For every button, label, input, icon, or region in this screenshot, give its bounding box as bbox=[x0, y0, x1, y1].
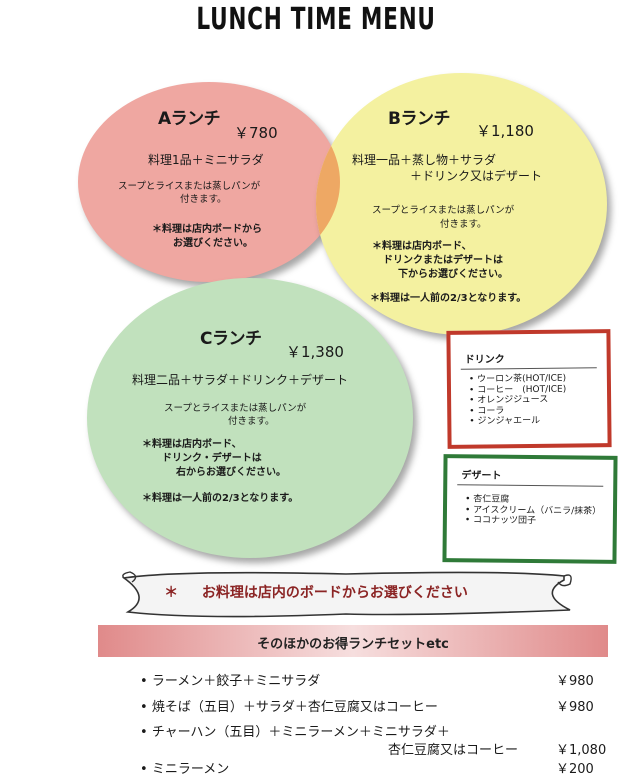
dessert-list: 杏仁豆腐 アイスクリーム（バニラ/抹茶） ココナッツ団子 bbox=[465, 494, 602, 527]
lunch-c-desc: 料理二品＋サラダ＋ドリンク＋デザート bbox=[132, 373, 349, 387]
lunch-a-name: Aランチ bbox=[158, 109, 221, 129]
drink-list: ウーロン茶(HOT/ICE) コーヒー (HOT/ICE) オレンジジュース コ… bbox=[469, 374, 567, 428]
dessert-box-title: デザート bbox=[461, 470, 502, 482]
lunch-b-desc2: ＋ドリンク又はデザート bbox=[410, 169, 543, 183]
lunch-a-note2: お選びください。 bbox=[173, 238, 253, 249]
lunch-b-desc1: 料理一品＋蒸し物＋サラダ bbox=[352, 153, 497, 167]
set-item-price: ￥980 bbox=[556, 700, 594, 715]
lunch-a-side: スープとライスまたは蒸しパンが bbox=[118, 181, 261, 192]
lunch-c-note3: 右からお選びください。 bbox=[176, 467, 286, 478]
lunch-c-name: Cランチ bbox=[200, 329, 262, 349]
lunch-c-circle bbox=[87, 278, 413, 558]
lunch-b-side: スープとライスまたは蒸しパンが bbox=[372, 205, 515, 216]
set-item: 焼そば（五目）＋サラダ＋杏仁豆腐又はコーヒー bbox=[140, 696, 438, 715]
lunch-c-price: ￥1,380 bbox=[286, 343, 344, 361]
set-item-price: ￥980 bbox=[556, 674, 594, 689]
set-item: ミニラーメン bbox=[140, 758, 229, 777]
lunch-a-desc: 料理1品＋ミニサラダ bbox=[148, 153, 264, 167]
drink-box-title: ドリンク bbox=[464, 354, 505, 366]
lunch-a-side2: 付きます。 bbox=[180, 194, 227, 205]
other-sets-header-bar bbox=[98, 625, 608, 657]
lunch-b-note3: 下からお選びください。 bbox=[398, 269, 508, 280]
lunch-b-note1: ＊料理は店内ボード、 bbox=[372, 241, 472, 252]
set-item: ラーメン＋餃子＋ミニサラダ bbox=[140, 670, 320, 689]
lunch-b-note2: ドリンクまたはデザートは bbox=[383, 255, 503, 266]
banner-star: ＊ bbox=[164, 585, 179, 601]
dessert-item: ココナッツ団子 bbox=[465, 516, 601, 528]
lunch-b-note4: ＊料理は一人前の2/3となります。 bbox=[370, 293, 527, 304]
banner-text: お料理は店内のボードからお選びください bbox=[201, 585, 468, 601]
lunch-c-side2: 付きます。 bbox=[228, 416, 275, 427]
drink-item: ジンジャエール bbox=[469, 416, 566, 428]
dessert-box: デザート 杏仁豆腐 アイスクリーム（バニラ/抹茶） ココナッツ団子 bbox=[442, 454, 618, 564]
lunch-a-circle bbox=[78, 82, 340, 282]
set-item-price: ￥200 bbox=[556, 762, 594, 777]
set-item: チャーハン（五目）＋ミニラーメン＋ミニサラダ＋ bbox=[140, 721, 450, 740]
lunch-b-circle bbox=[316, 73, 607, 335]
drink-item: コーヒー (HOT/ICE) bbox=[469, 384, 566, 396]
lunch-b-side2: 付きます。 bbox=[440, 219, 487, 230]
other-sets-title: そのほかのお得ランチセットetc bbox=[257, 637, 449, 652]
lunch-c-note4: ＊料理は一人前の2/3となります。 bbox=[142, 493, 299, 504]
lunch-a-price: ￥780 bbox=[234, 124, 278, 142]
lunch-a-note1: ＊料理は店内ボードから bbox=[152, 224, 262, 235]
page-title: LUNCH TIME MENU bbox=[196, 2, 436, 37]
drink-box: ドリンク ウーロン茶(HOT/ICE) コーヒー (HOT/ICE) オレンジジ… bbox=[446, 329, 612, 449]
banner-message: ＊ お料理は店内のボードからお選びください bbox=[0, 582, 632, 602]
set-item-price: ￥1,080 bbox=[556, 743, 607, 758]
set-item-continued: 杏仁豆腐又はコーヒー bbox=[388, 743, 519, 758]
lunch-b-name: Bランチ bbox=[388, 109, 450, 129]
lunch-c-note2: ドリンク・デザートは bbox=[162, 453, 262, 464]
lunch-c-note1: ＊料理は店内ボード、 bbox=[142, 439, 242, 450]
lunch-b-price: ￥1,180 bbox=[476, 122, 534, 140]
lunch-c-side: スープとライスまたは蒸しパンが bbox=[164, 403, 307, 414]
drink-item: ウーロン茶(HOT/ICE) bbox=[469, 374, 566, 386]
dessert-box-divider bbox=[457, 484, 604, 487]
drink-box-divider bbox=[460, 367, 597, 370]
scroll-banner bbox=[121, 571, 572, 618]
